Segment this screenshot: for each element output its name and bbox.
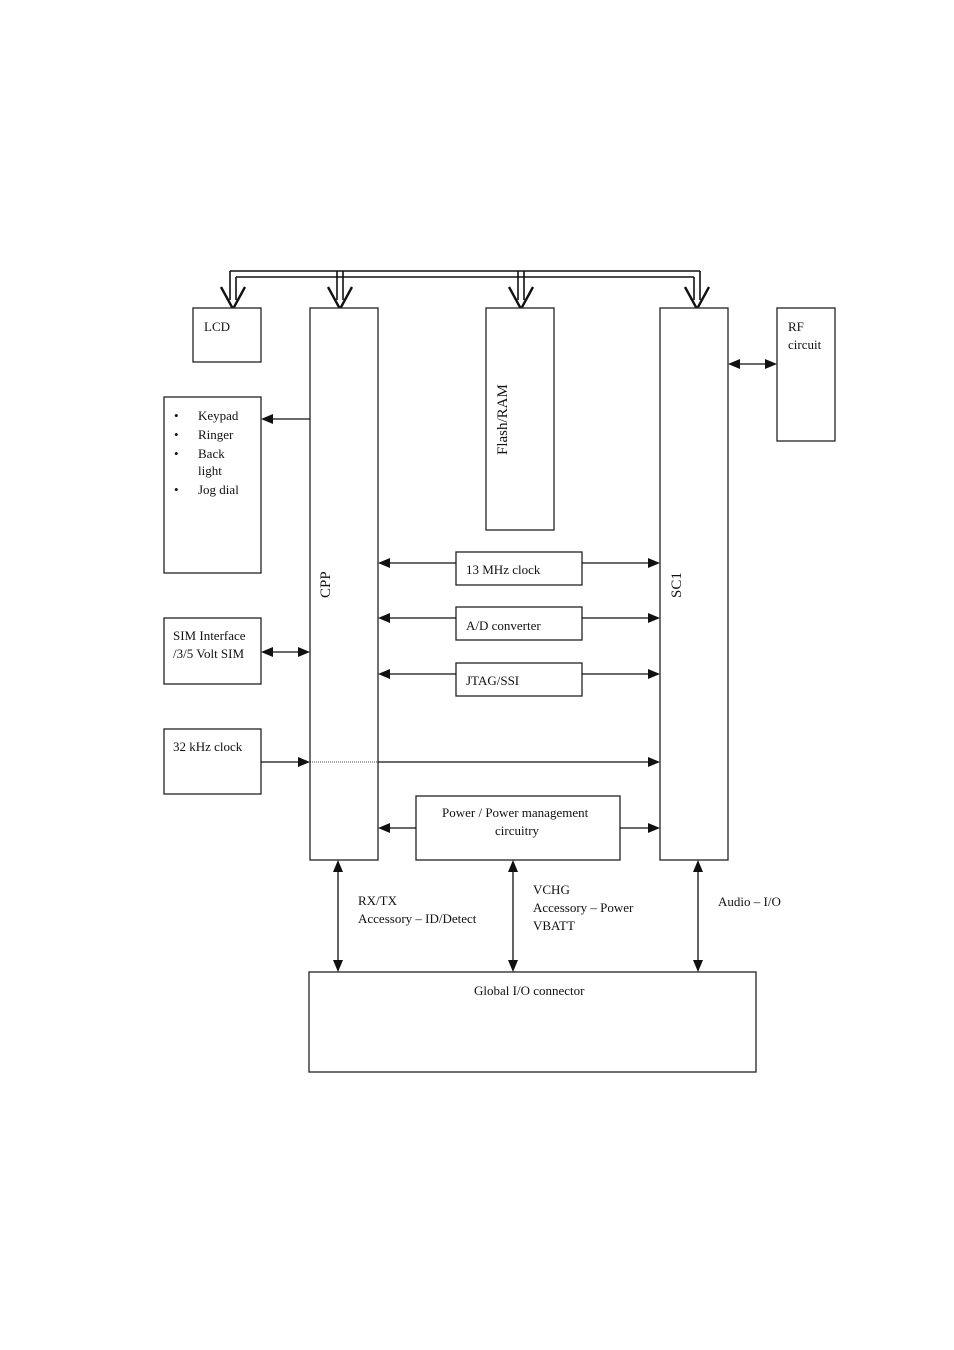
- clock-13mhz-block: 13 MHz clock: [456, 552, 582, 585]
- clock-32khz-label: 32 kHz clock: [173, 739, 243, 754]
- sim-interface-block: SIM Interface /3/5 Volt SIM: [164, 618, 261, 684]
- bullet: •: [174, 427, 179, 442]
- power-label-line1: Power / Power management: [442, 805, 589, 820]
- bullet: •: [174, 482, 179, 497]
- rf-label-line1: RF: [788, 319, 804, 334]
- keypad-item-light: light: [198, 463, 222, 478]
- bullet: •: [174, 408, 179, 423]
- cpp-global-io-arrow: [333, 860, 343, 972]
- cpp-io-label-accessory: Accessory – ID/Detect: [358, 911, 477, 926]
- sim-cpp-arrow: [261, 647, 310, 657]
- cpp-to-keypad-arrow: [261, 414, 310, 424]
- keypad-item-keypad: Keypad: [198, 408, 239, 423]
- sc1-rf-arrow: [728, 359, 777, 369]
- ad-converter-label: A/D converter: [466, 618, 541, 633]
- power-io-label-accessory: Accessory – Power: [533, 900, 634, 915]
- jtag-ssi-label: JTAG/SSI: [466, 673, 519, 688]
- power-io-label-vbatt: VBATT: [533, 918, 575, 933]
- cpp-io-label-rxtx: RX/TX: [358, 893, 398, 908]
- power-io-label-vchg: VCHG: [533, 882, 570, 897]
- sc1-label: SC1: [669, 572, 685, 598]
- cpp-block: CPP: [310, 308, 378, 860]
- bullet: •: [174, 446, 179, 461]
- lcd-block: LCD: [193, 308, 261, 362]
- sc1-global-io-arrow: [693, 860, 703, 972]
- clock-13mhz-label: 13 MHz clock: [466, 562, 541, 577]
- sim-label-line2: /3/5 Volt SIM: [173, 646, 244, 661]
- sc1-io-label-audio: Audio – I/O: [718, 894, 781, 909]
- power-global-io-arrow: [508, 860, 518, 972]
- global-io-connector-block: Global I/O connector: [309, 972, 756, 1072]
- jtag-ssi-block: JTAG/SSI: [456, 663, 582, 696]
- ad-converter-block: A/D converter: [456, 607, 582, 640]
- keypad-item-back: Back: [198, 446, 225, 461]
- keypad-block: • • • • Keypad Ringer Back light Jog dia…: [164, 397, 261, 573]
- keypad-item-ringer: Ringer: [198, 427, 234, 442]
- top-bus: [221, 271, 709, 309]
- sc1-block: SC1: [660, 308, 728, 860]
- rf-label-line2: circuit: [788, 337, 822, 352]
- lcd-label: LCD: [204, 319, 230, 334]
- global-io-label: Global I/O connector: [474, 983, 585, 998]
- sim-label-line1: SIM Interface: [173, 628, 246, 643]
- keypad-item-jog-dial: Jog dial: [198, 482, 239, 497]
- power-label-line2: circuitry: [495, 823, 540, 838]
- cpp-label: CPP: [318, 571, 334, 598]
- power-management-block: Power / Power management circuitry: [416, 796, 620, 860]
- flash-ram-block: Flash/RAM: [486, 308, 554, 530]
- clock-32khz-block: 32 kHz clock: [164, 729, 261, 794]
- rf-circuit-block: RF circuit: [777, 308, 835, 441]
- flash-ram-label: Flash/RAM: [495, 384, 511, 455]
